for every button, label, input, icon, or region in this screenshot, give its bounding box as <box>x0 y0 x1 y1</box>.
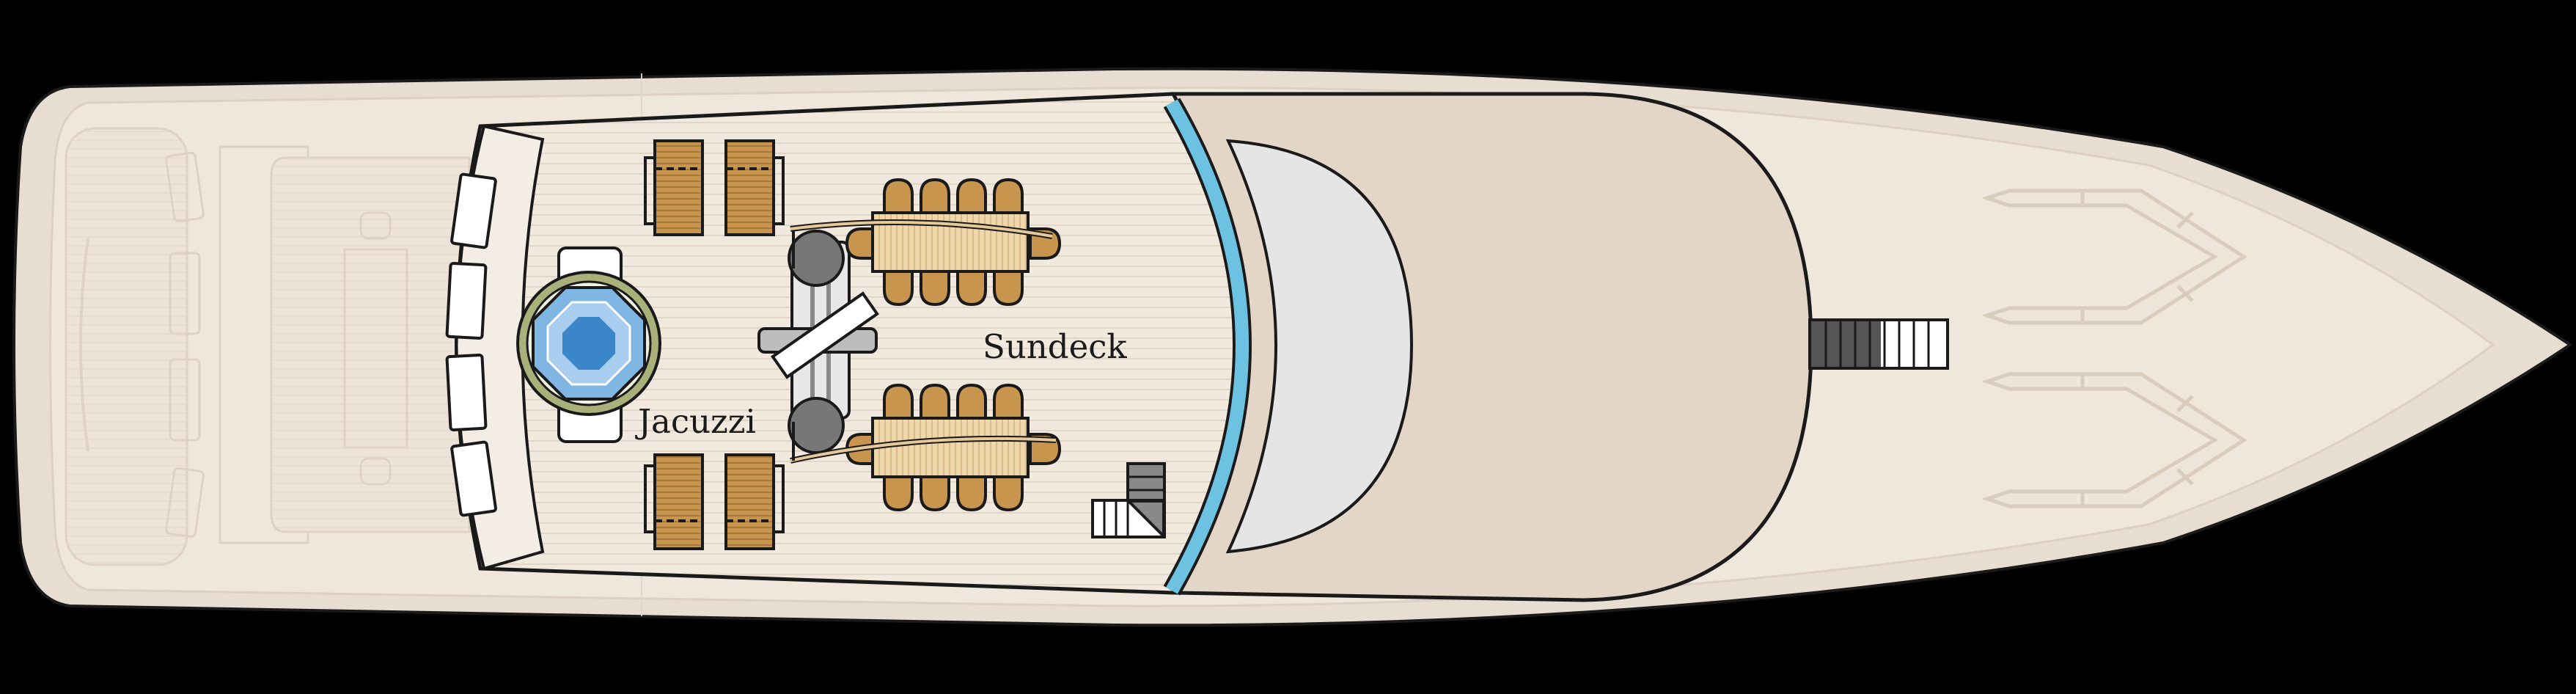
aft-deck-faint <box>65 73 642 616</box>
radar-mast <box>757 230 879 454</box>
aft-curved-bench <box>445 124 545 571</box>
sun-lounger <box>724 139 785 236</box>
tender-boats <box>1981 189 2247 508</box>
staircase <box>1091 462 1166 538</box>
sun-lounger <box>724 453 785 550</box>
gangway-grating <box>1808 318 1949 370</box>
sundeck-label: Sundeck <box>983 327 1127 366</box>
jacuzzi <box>516 246 661 443</box>
dining-table <box>790 383 1062 512</box>
dining-table <box>790 178 1062 307</box>
superstructure-roof <box>1163 92 1813 602</box>
jacuzzi-label: Jacuzzi <box>635 402 756 441</box>
sun-lounger <box>644 139 704 236</box>
sun-lounger <box>644 453 704 550</box>
